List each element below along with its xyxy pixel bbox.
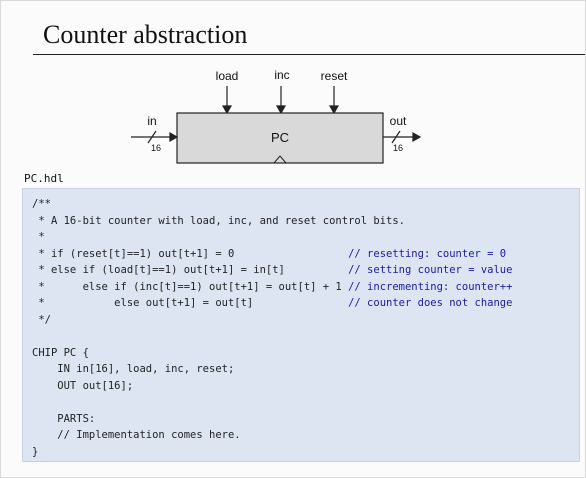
out-pin-label: out <box>390 114 407 128</box>
out-bus-width: 16 <box>393 143 403 153</box>
load-pin-label: load <box>216 69 239 83</box>
code-padding <box>285 264 348 276</box>
code-text: CHIP PC { <box>32 346 89 359</box>
in-bus-slash <box>147 130 157 144</box>
in-arrowhead <box>169 131 179 143</box>
in-bus-width: 16 <box>151 143 161 153</box>
code-text: * if (reset[t]==1) out[t+1] = 0 <box>32 247 235 260</box>
code-text: // Implementation comes here. <box>32 429 241 441</box>
code-text: /** <box>32 198 51 210</box>
pc-chip-diagram: load inc reset PC in 16 out 16 <box>131 68 422 164</box>
code-comment: // incrementing: counter++ <box>348 280 513 293</box>
code-line: * else out[t+1] = out[t] // counter does… <box>32 295 512 312</box>
out-bus-slash <box>391 130 401 144</box>
reset-pin-label: reset <box>321 69 348 83</box>
out-arrowhead <box>412 131 422 143</box>
code-text: * else out[t+1] = out[t] <box>32 297 254 309</box>
code-line: * <box>32 229 512 246</box>
code-line: */ <box>32 312 512 329</box>
code-text: PARTS: <box>32 412 96 425</box>
in-pin-label: in <box>147 114 156 128</box>
reset-arrowhead <box>328 105 340 115</box>
slide-title: Counter abstraction <box>43 20 248 49</box>
code-line <box>32 394 512 411</box>
clock-triangle <box>273 155 287 164</box>
code-text: OUT out[16]; <box>32 379 134 392</box>
code-line: } <box>32 444 512 461</box>
code-panel <box>22 188 580 462</box>
code-text: } <box>32 445 39 458</box>
load-arrowhead <box>221 105 233 115</box>
file-name-label: PC.hdl <box>24 172 64 185</box>
code-line: * else if (load[t]==1) out[t+1] = in[t] … <box>32 262 512 279</box>
inc-arrowhead <box>275 105 287 115</box>
code-comment: // setting counter = value <box>348 264 513 276</box>
code-padding <box>234 248 348 260</box>
code-block: /** * A 16-bit counter with load, inc, a… <box>32 196 512 460</box>
code-text: * <box>32 231 45 243</box>
code-line <box>32 328 512 345</box>
code-line: * else if (inc[t]==1) out[t+1] = out[t] … <box>32 279 512 296</box>
code-text: * A 16-bit counter with load, inc, and r… <box>32 214 405 227</box>
code-line: PARTS: <box>32 411 512 428</box>
code-line: IN in[16], load, inc, reset; <box>32 361 512 378</box>
pc-chip-box <box>176 112 384 164</box>
code-text: */ <box>32 313 51 326</box>
code-line: // Implementation comes here. <box>32 427 512 444</box>
code-text: * else if (load[t]==1) out[t+1] = in[t] <box>32 264 285 276</box>
code-text: * else if (inc[t]==1) out[t+1] = out[t] … <box>32 280 342 293</box>
code-comment: // counter does not change <box>348 297 513 309</box>
code-line: * A 16-bit counter with load, inc, and r… <box>32 213 512 230</box>
inc-pin-label: inc <box>274 68 289 82</box>
code-text: IN in[16], load, inc, reset; <box>32 363 235 375</box>
code-line: OUT out[16]; <box>32 378 512 395</box>
chip-name: PC <box>271 130 289 145</box>
code-line: * if (reset[t]==1) out[t+1] = 0 // reset… <box>32 246 512 263</box>
title-divider <box>33 54 585 55</box>
code-comment: // resetting: counter = 0 <box>348 247 507 260</box>
code-line: /** <box>32 196 512 213</box>
code-line: CHIP PC { <box>32 345 512 362</box>
code-padding <box>253 297 348 309</box>
